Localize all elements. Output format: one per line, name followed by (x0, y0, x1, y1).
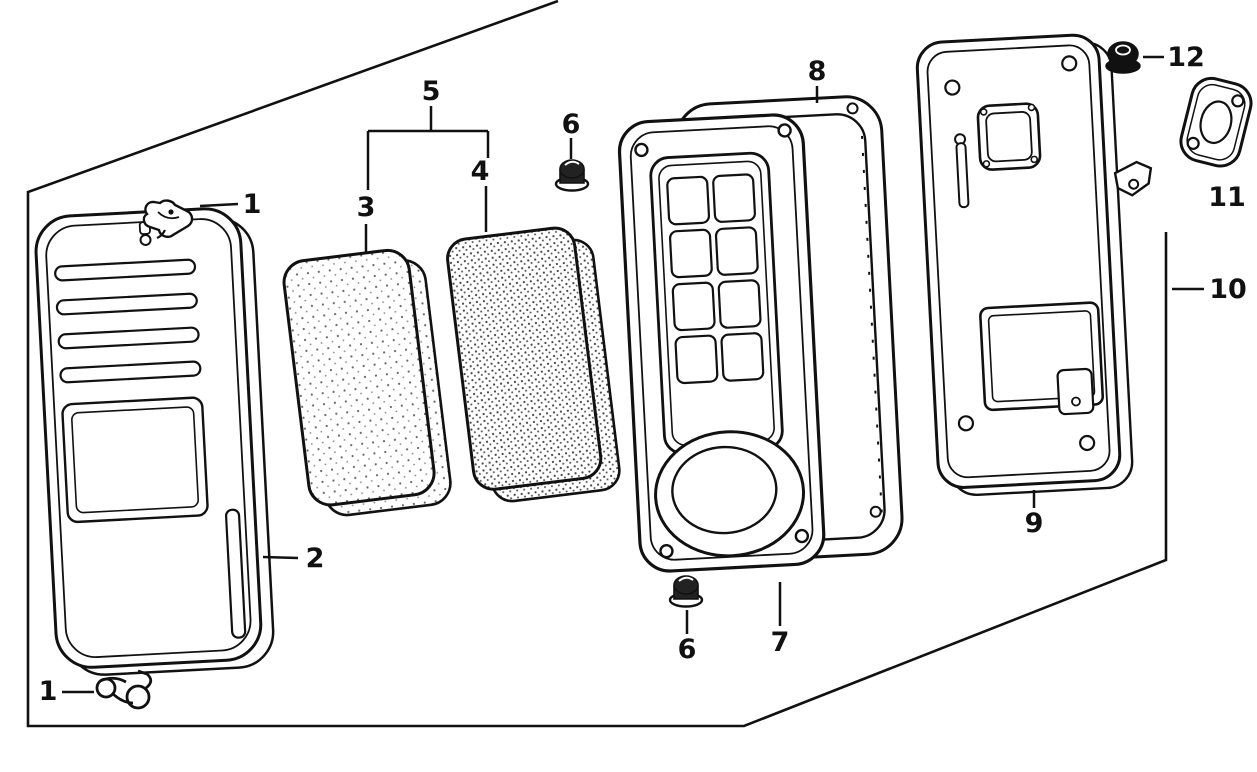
callout-label-10: 10 (1209, 274, 1247, 305)
callout-label-1-bottom: 1 (39, 676, 58, 707)
callout-foam-filter: 3 (357, 192, 376, 252)
callout-label-3: 3 (357, 192, 376, 223)
part-grommet (1105, 41, 1141, 74)
callout-cover: 2 (262, 543, 325, 574)
callout-label-6-top: 6 (562, 109, 581, 140)
housing-grid-holes (666, 173, 765, 385)
callout-housing: 7 (771, 582, 790, 658)
cover-latch-slot (224, 508, 247, 639)
back-plate-port (976, 102, 1042, 171)
callout-paper-filter: 4 (471, 156, 490, 232)
callout-label-6-bottom: 6 (678, 634, 697, 665)
callout-label-9: 9 (1025, 508, 1044, 539)
diagram-border (26, 0, 1168, 728)
callout-clip-bottom: 1 (39, 676, 94, 707)
part-foam-filter (282, 248, 452, 517)
part-clip-bottom (95, 669, 153, 710)
part-cover (34, 207, 275, 676)
callout-grommet: 12 (1143, 42, 1205, 73)
callout-label-5: 5 (422, 76, 441, 107)
callout-gasket: 11 (1208, 182, 1246, 213)
callout-label-1-top: 1 (243, 189, 262, 220)
callout-label-4: 4 (471, 156, 490, 187)
callout-label-12: 12 (1167, 42, 1205, 73)
callout-label-7: 7 (771, 627, 790, 658)
back-plate-pin (955, 142, 970, 209)
back-plate-hook (1113, 160, 1153, 197)
part-nut-bottom (668, 575, 704, 608)
part-housing (617, 113, 826, 573)
part-gasket (1179, 76, 1253, 168)
part-clip-top (142, 199, 194, 240)
callout-label-11: 11 (1208, 182, 1246, 213)
part-back-plate (915, 33, 1153, 497)
part-paper-filter (446, 226, 621, 503)
cover-recessed-panel (61, 396, 209, 524)
cover-louvers (54, 258, 202, 384)
callout-clip-top: 1 (199, 189, 262, 220)
callout-filter-set: 5 (366, 76, 490, 190)
callout-label-8: 8 (808, 56, 827, 87)
part-nut-top (554, 159, 590, 192)
callout-back-plate: 9 (1025, 490, 1044, 539)
callout-label-2: 2 (306, 543, 325, 574)
callout-nut-top: 6 (562, 109, 581, 159)
callout-nut-bottom: 6 (678, 610, 697, 665)
callout-assembly: 10 (1172, 274, 1247, 305)
callout-seal: 8 (808, 56, 827, 103)
